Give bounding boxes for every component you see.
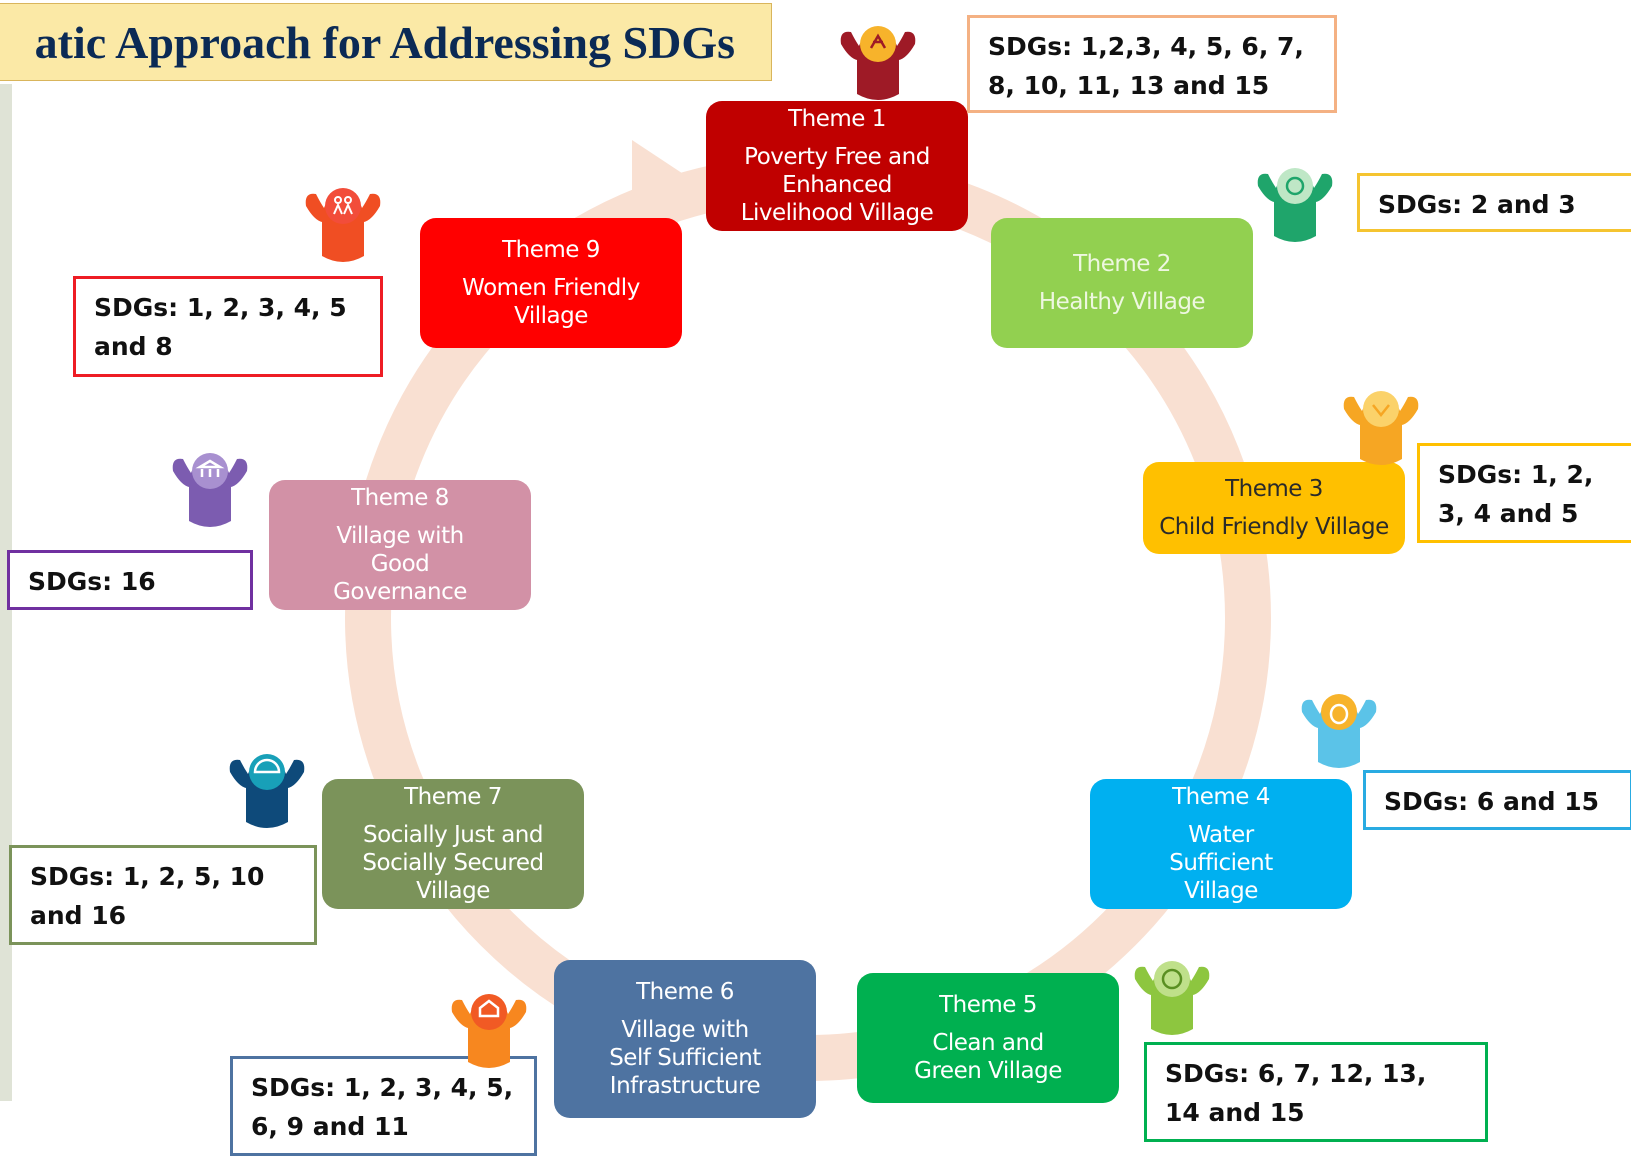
theme-3-name: Child Friendly Village [1159,514,1389,540]
theme-2-number: Theme 2 [1073,250,1171,277]
theme-2-badge-head [1277,168,1313,204]
theme-5-badge-shape [1134,966,1210,1035]
house-icon [451,994,527,1068]
theme-6-number: Theme 6 [636,978,734,1005]
theme-3-sdgs: SDGs: 1, 2, 3, 4 and 5 [1417,443,1631,543]
theme-7-badge-shape [229,759,305,828]
theme-4-badge-head [1321,694,1357,730]
health-icon [1257,168,1333,242]
theme-1-badge-shape [840,31,916,100]
theme-4-name: Water Sufficient Village [1169,821,1273,905]
theme-5-number: Theme 5 [939,991,1037,1018]
theme-2-sdgs: SDGs: 2 and 3 [1357,173,1631,232]
theme-9-badge-shape [305,193,381,262]
women-icon [305,188,381,262]
theme-9-number: Theme 9 [502,236,600,263]
theme-5-box: Theme 5 Clean and Green Village [857,973,1119,1103]
umbrella-people-icon [229,754,305,828]
governance-building-icon [172,453,248,527]
livelihood-icon [840,26,916,100]
theme-3-box: Theme 3 Child Friendly Village [1143,462,1405,554]
theme-6-sdgs: SDGs: 1, 2, 3, 4, 5, 6, 9 and 11 [230,1056,537,1156]
title-banner: atic Approach for Addressing SDGs [0,3,772,81]
theme-4-box: Theme 4 Water Sufficient Village [1090,779,1352,909]
theme-8-number: Theme 8 [351,484,449,511]
theme-6-badge-head [471,994,507,1030]
theme-6-name: Village with Self Sufficient Infrastruct… [609,1016,761,1100]
theme-8-badge-shape [172,458,248,527]
water-pot-icon [1301,694,1377,768]
page-title: atic Approach for Addressing SDGs [34,17,735,68]
theme-8-sdgs: SDGs: 16 [7,550,253,610]
theme-2-name: Healthy Village [1038,289,1206,315]
theme-9-sdgs: SDGs: 1, 2, 3, 4, 5 and 8 [73,276,383,377]
theme-5-badge-head [1154,961,1190,997]
theme-1-sdgs: SDGs: 1,2,3, 4, 5, 6, 7, 8, 10, 11, 13 a… [967,15,1337,113]
cycle-arrowhead [632,140,700,230]
theme-7-sdgs: SDGs: 1, 2, 5, 10 and 16 [9,845,317,945]
theme-1-badge-head [860,26,896,62]
theme-4-sdgs: SDGs: 6 and 15 [1363,770,1631,830]
theme-1-name: Poverty Free and Enhanced Livelihood Vil… [740,143,934,227]
theme-2-box: Theme 2 Healthy Village [991,218,1253,348]
theme-6-badge-shape [451,999,527,1068]
theme-9-name: Women Friendly Village [462,274,640,330]
theme-3-badge-shape [1343,396,1419,465]
theme-7-name: Socially Just and Socially Secured Villa… [362,821,544,905]
theme-3-number: Theme 3 [1225,475,1323,502]
theme-5-sdgs: SDGs: 6, 7, 12, 13, 14 and 15 [1144,1042,1488,1142]
theme-8-name: Village with Good Governance [333,522,467,606]
theme-2-badge-shape [1257,173,1333,242]
theme-5-name: Clean and Green Village [914,1029,1062,1085]
theme-6-box: Theme 6 Village with Self Sufficient Inf… [554,960,816,1118]
theme-4-badge-shape [1301,699,1377,768]
theme-7-number: Theme 7 [404,783,502,810]
child-icon [1343,391,1419,465]
theme-8-box: Theme 8 Village with Good Governance [269,480,531,610]
theme-1-number: Theme 1 [788,105,886,132]
theme-4-number: Theme 4 [1172,783,1270,810]
theme-7-box: Theme 7 Socially Just and Socially Secur… [322,779,584,909]
theme-9-box: Theme 9 Women Friendly Village [420,218,682,348]
theme-1-box: Theme 1 Poverty Free and Enhanced Liveli… [706,101,968,231]
theme-3-badge-head [1363,391,1399,427]
theme-9-badge-head [325,188,361,224]
green-globe-icon [1134,961,1210,1035]
